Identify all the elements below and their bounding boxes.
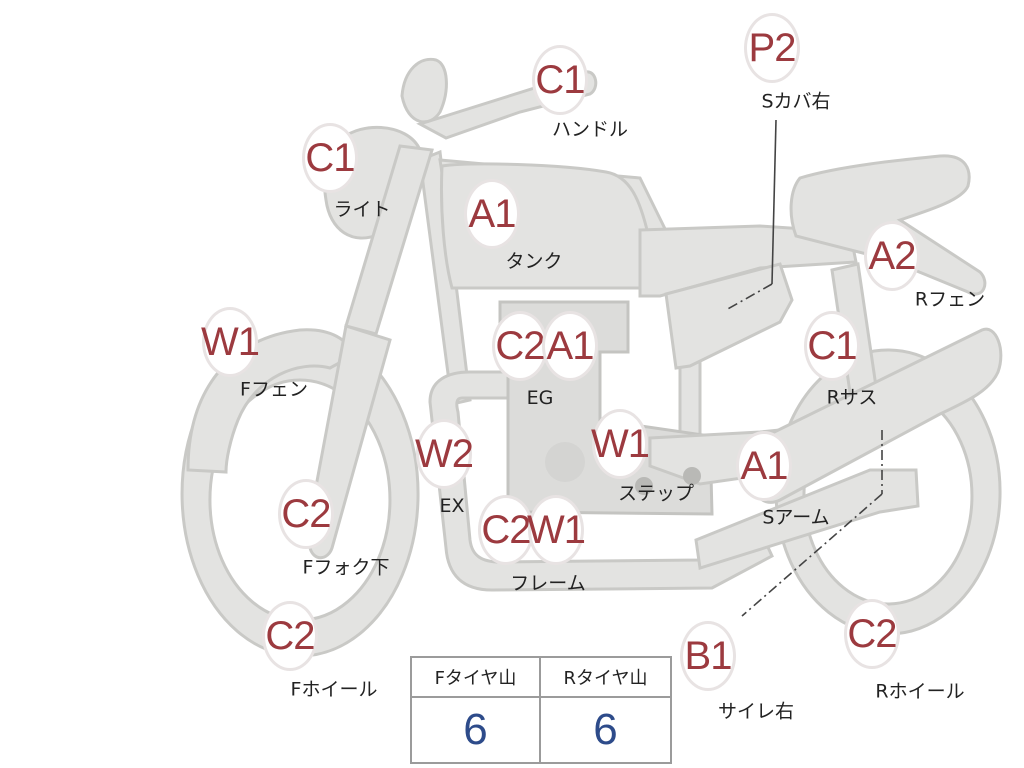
callout-tank-label: タンク [505, 250, 563, 273]
callout-f-fender-code: W1 [201, 310, 260, 374]
callout-light-code: C1 [305, 126, 356, 190]
callout-frame-label: フレーム [510, 572, 586, 595]
callout-f-fork-lower-code: C2 [281, 482, 332, 546]
callout-f-fender-label: Fフェン [240, 378, 308, 401]
callout-side-cover-code: P2 [747, 16, 797, 80]
callout-step-label: ステップ [617, 482, 695, 505]
callout-step-code: W1 [591, 412, 650, 476]
callout-engine-2-code: A1 [545, 314, 595, 378]
callout-swing-arm-label: Sアーム [762, 506, 830, 529]
mirror-shape [400, 57, 448, 124]
footpeg-rear [683, 467, 701, 485]
callout-f-wheel-label: Fホイール [290, 678, 378, 701]
callout-f-fork-lower-label: Fフォク下 [302, 556, 390, 579]
callout-swing-arm-code: A1 [739, 434, 789, 498]
callout-frame-code: C2 [481, 498, 532, 562]
side-cover-shape [664, 262, 794, 370]
callout-frame-2-code: W1 [527, 498, 586, 562]
callout-r-suspension-code: C1 [807, 314, 858, 378]
callout-exhaust-code: W2 [415, 422, 474, 486]
callout-silencer-label: サイレ右 [717, 700, 795, 723]
front-tire-header: Fタイヤ山 [412, 658, 541, 698]
footpeg-front [635, 477, 653, 495]
leader-silencer [741, 493, 883, 617]
callout-silencer-code: B1 [683, 624, 733, 688]
callout-r-fender-label: Rフェン [914, 288, 986, 311]
exhaust-pipe-shape [694, 468, 920, 570]
rear-tire-header: Rタイヤ山 [541, 658, 670, 698]
callout-f-wheel-code: C2 [265, 604, 316, 668]
tire-tread-table: Fタイヤ山 Rタイヤ山 6 6 [410, 656, 672, 764]
leader-side-cover [771, 119, 777, 285]
seat-shape [638, 224, 858, 298]
frame-downtube-shape [418, 149, 472, 406]
engine-case-shape [545, 442, 585, 482]
callout-side-cover-label: Sカバ右 [761, 90, 831, 113]
callout-handle-label: ハンドル [551, 118, 629, 141]
rear-tire-value: 6 [593, 705, 618, 754]
front-tire-value: 6 [412, 698, 541, 762]
callout-r-wheel-label: Rホイール [875, 680, 965, 703]
frame-lower-shape [428, 370, 774, 592]
leader-side-cover-dash [725, 283, 773, 311]
callout-r-suspension-label: Rサス [826, 386, 878, 409]
callout-engine-label: EG [526, 387, 554, 409]
callout-tank-code: A1 [467, 182, 517, 246]
callout-r-wheel-code: C2 [847, 602, 898, 666]
callout-engine-code: C2 [495, 314, 546, 378]
callout-handle-code: C1 [535, 48, 586, 112]
callout-exhaust-label: EX [439, 495, 465, 517]
callout-r-fender-code: A2 [867, 224, 917, 288]
callout-light-label: ライト [333, 198, 391, 221]
